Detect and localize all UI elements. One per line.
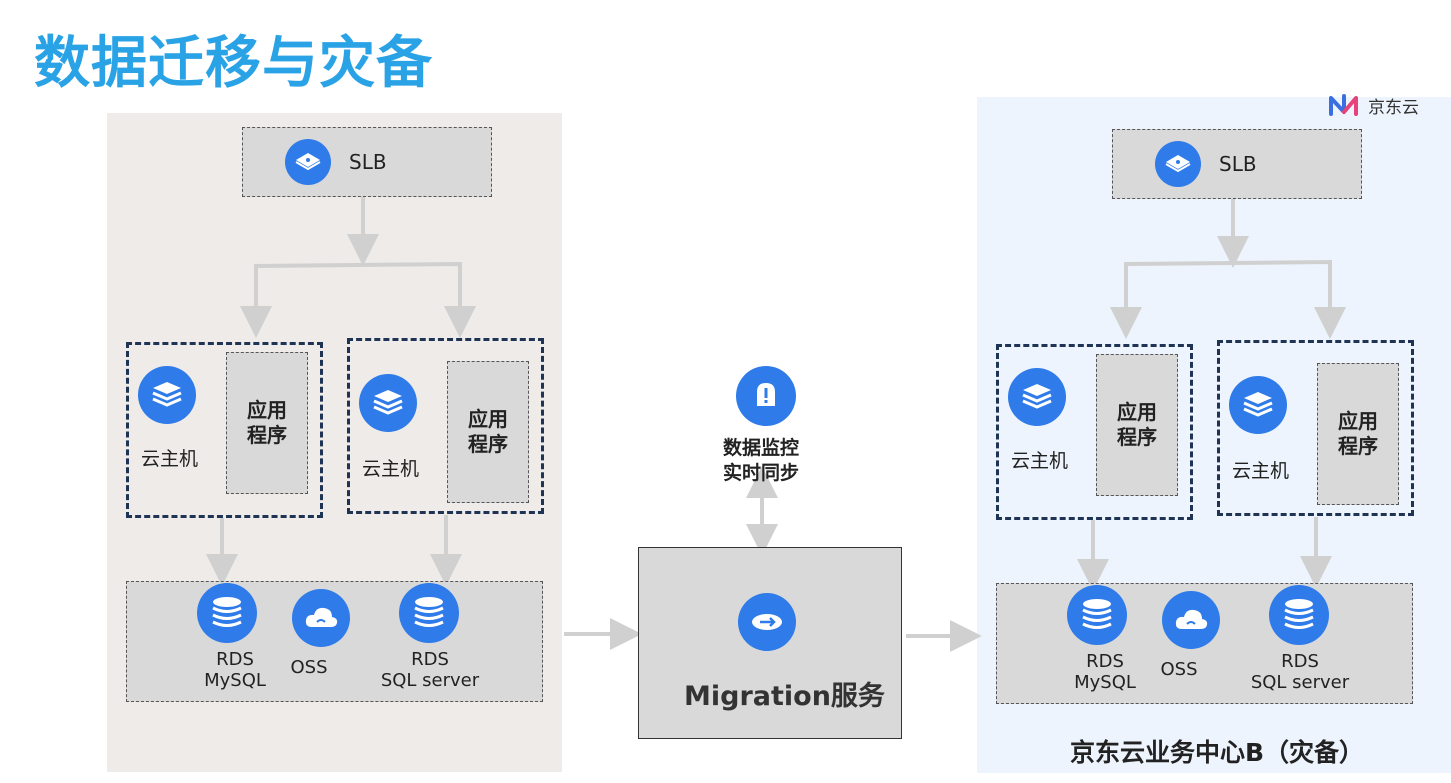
migration-service-label: Migration服务 xyxy=(684,681,885,712)
rds-sqlserver-icon xyxy=(399,583,459,643)
app-label: 应用程序 xyxy=(247,398,287,447)
storage-label: RDS MySQL xyxy=(1074,651,1136,693)
oss-cloud-icon xyxy=(1162,591,1220,649)
jdcloud-logo: 京东云 xyxy=(1328,92,1419,118)
dr-site-title: 京东云业务中心B（灾备） xyxy=(1070,738,1365,767)
host-label: 云主机 xyxy=(1011,450,1069,472)
monitor-sync-label: 数据监控 实时同步 xyxy=(722,437,799,484)
storage-label: RDS SQL server xyxy=(1250,651,1350,693)
right-host-group-2 xyxy=(1217,340,1414,516)
host-label: 云主机 xyxy=(1232,460,1290,482)
slb-label: SLB xyxy=(1219,152,1257,176)
brand-text: 京东云 xyxy=(1368,97,1419,118)
rds-sqlserver-icon xyxy=(1269,585,1329,645)
host-label: 云主机 xyxy=(362,458,420,480)
jdcloud-logo-icon xyxy=(1329,94,1358,116)
left-host-group-2 xyxy=(347,338,544,514)
server-stack-icon xyxy=(359,374,417,432)
app-label: 应用程序 xyxy=(1117,400,1157,449)
server-stack-icon xyxy=(1229,376,1287,434)
storage-label: OSS xyxy=(290,657,328,678)
migration-icon xyxy=(738,593,796,651)
app-box: 应用程序 xyxy=(226,352,308,494)
storage-label: RDS SQL server xyxy=(380,649,480,691)
rds-mysql-icon xyxy=(197,583,257,643)
app-label: 应用程序 xyxy=(1338,409,1378,458)
right-slb-box: SLB xyxy=(1112,129,1362,199)
rds-mysql-icon xyxy=(1067,585,1127,645)
app-label: 应用程序 xyxy=(468,407,508,456)
storage-label: OSS xyxy=(1160,659,1198,680)
app-box: 应用程序 xyxy=(1096,354,1178,496)
server-stack-icon xyxy=(1008,368,1066,426)
slb-label: SLB xyxy=(349,150,387,174)
oss-cloud-icon xyxy=(292,589,350,647)
page-title: 数据迁移与灾备 xyxy=(34,31,433,96)
host-label: 云主机 xyxy=(141,448,199,470)
app-box: 应用程序 xyxy=(1317,363,1399,505)
server-stack-icon xyxy=(138,366,196,424)
left-slb-box: SLB xyxy=(242,127,492,197)
monitor-alert-icon xyxy=(736,366,796,426)
left-host-group-1 xyxy=(126,342,323,518)
slb-icon xyxy=(1155,141,1201,187)
right-host-group-1 xyxy=(996,344,1193,520)
app-box: 应用程序 xyxy=(447,361,529,503)
storage-label: RDS MySQL xyxy=(204,649,266,691)
slb-icon xyxy=(285,139,331,185)
